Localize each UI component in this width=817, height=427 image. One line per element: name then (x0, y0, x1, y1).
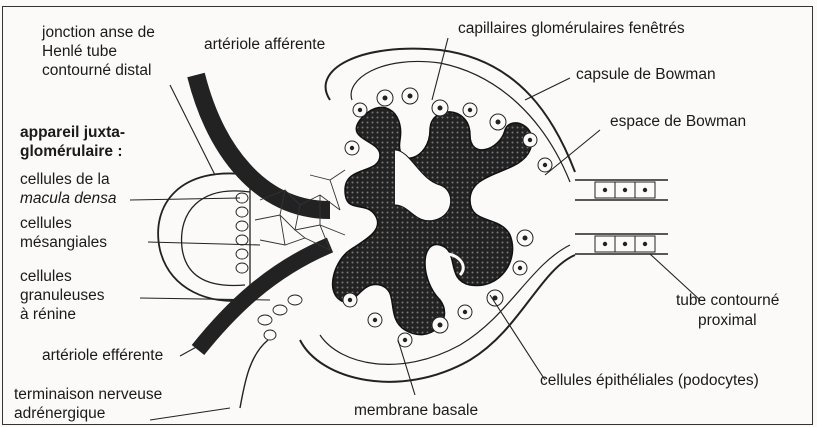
label-mesangiales-1: cellules (20, 215, 72, 233)
label-granuleuses-2: granuleuses (20, 287, 104, 305)
label-arteriole-efferente: artériole efférente (42, 347, 163, 365)
granular-cells (258, 295, 302, 340)
proximal-tubule (575, 180, 668, 254)
label-capillaires: capillaires glomérulaires fenêtrés (458, 20, 685, 38)
label-terminaison-1: terminaison nerveuse (14, 386, 162, 404)
label-capsule-bowman: capsule de Bowman (576, 66, 716, 84)
label-podocytes: cellules épithéliales (podocytes) (540, 372, 759, 390)
label-espace-bowman: espace de Bowman (610, 113, 746, 131)
label-mesangiales-2: mésangiales (20, 234, 107, 252)
label-membrane-basale: membrane basale (354, 402, 478, 420)
label-granuleuses-3: à rénine (20, 306, 76, 324)
distal-tubule-macula-densa (158, 173, 250, 300)
nerve-ending (240, 340, 268, 408)
label-jonction-2: Henlé tube (42, 43, 117, 61)
label-tube-proximal-2: proximal (698, 312, 757, 330)
afferent-arteriole (196, 75, 330, 210)
label-arteriole-afferente: artériole afférente (204, 36, 325, 54)
label-appareil-1: appareil juxta- (20, 124, 125, 142)
label-tube-proximal-1: tube contourné (676, 292, 779, 310)
label-terminaison-2: adrénergique (14, 405, 105, 423)
label-jonction-3: contourné distal (42, 62, 151, 80)
label-macula-densa: macula densa (20, 190, 117, 208)
label-appareil-2: glomérulaire : (20, 143, 123, 161)
label-cellules-1: cellules de la (20, 171, 110, 189)
label-jonction-1: jonction anse de (42, 24, 155, 42)
label-granuleuses-1: cellules (20, 268, 72, 286)
